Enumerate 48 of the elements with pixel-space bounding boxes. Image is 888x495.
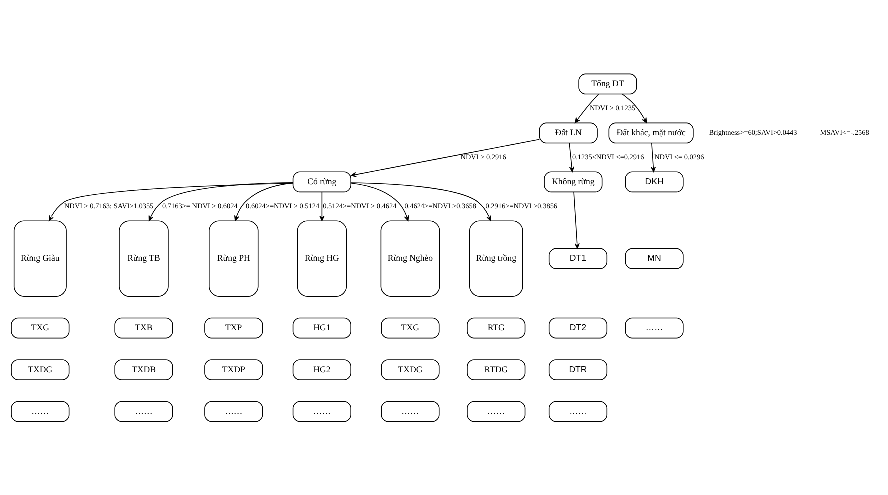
- node-box: RTG: [467, 317, 526, 338]
- node-box: Rừng HG: [297, 220, 348, 296]
- arrow: [148, 182, 294, 221]
- node-box: DKH: [625, 171, 684, 192]
- arrow: [574, 94, 600, 123]
- arrow: [574, 192, 580, 248]
- node-box: RTDG: [467, 359, 526, 380]
- node-box: MN: [625, 248, 684, 269]
- node-box: Đất khác, mặt nước: [608, 122, 694, 144]
- node-box: ……: [625, 317, 684, 338]
- node-box: ……: [548, 400, 608, 422]
- node-box: HG1: [292, 317, 352, 338]
- arrow: [234, 182, 294, 221]
- node-box: Rừng Giàu: [14, 220, 67, 296]
- node-box: DT2: [548, 317, 608, 338]
- node-box: TXDG: [11, 359, 70, 380]
- node-box: ……: [467, 400, 526, 422]
- node-box: TXDG: [381, 359, 440, 380]
- arrow: [650, 142, 656, 172]
- node-box: Không rừng: [544, 171, 603, 192]
- node-box: ……: [292, 400, 352, 422]
- node-box: Có rừng: [292, 171, 352, 192]
- node-box: TXDP: [204, 359, 264, 380]
- arrow: [48, 182, 294, 221]
- node-box: TXP: [204, 317, 264, 338]
- node-box: DT1: [548, 248, 608, 269]
- node-box: Tổng DT: [578, 73, 638, 94]
- arrow: [569, 142, 575, 172]
- node-box: Rừng TB: [119, 220, 169, 296]
- arrow: [350, 182, 492, 221]
- arrow: [350, 182, 410, 221]
- node-box: ……: [381, 400, 440, 422]
- node-box: Đất LN: [539, 122, 598, 144]
- node-box: TXB: [114, 317, 174, 338]
- node-box: TXDB: [114, 359, 174, 380]
- node-box: TXG: [11, 317, 70, 338]
- node-box: ……: [114, 400, 174, 422]
- arrow: [351, 138, 540, 177]
- node-box: HG2: [292, 359, 352, 380]
- node-box: DTR: [548, 359, 608, 380]
- node-box: Rừng Nghèo: [380, 220, 440, 296]
- node-box: TXG: [381, 317, 440, 338]
- arrow: [622, 93, 648, 123]
- arrow: [320, 192, 325, 221]
- node-box: ……: [204, 400, 264, 422]
- node-box: Rừng PH: [209, 220, 259, 296]
- node-box: Rừng trồng: [469, 220, 524, 296]
- node-box: ……: [11, 400, 70, 422]
